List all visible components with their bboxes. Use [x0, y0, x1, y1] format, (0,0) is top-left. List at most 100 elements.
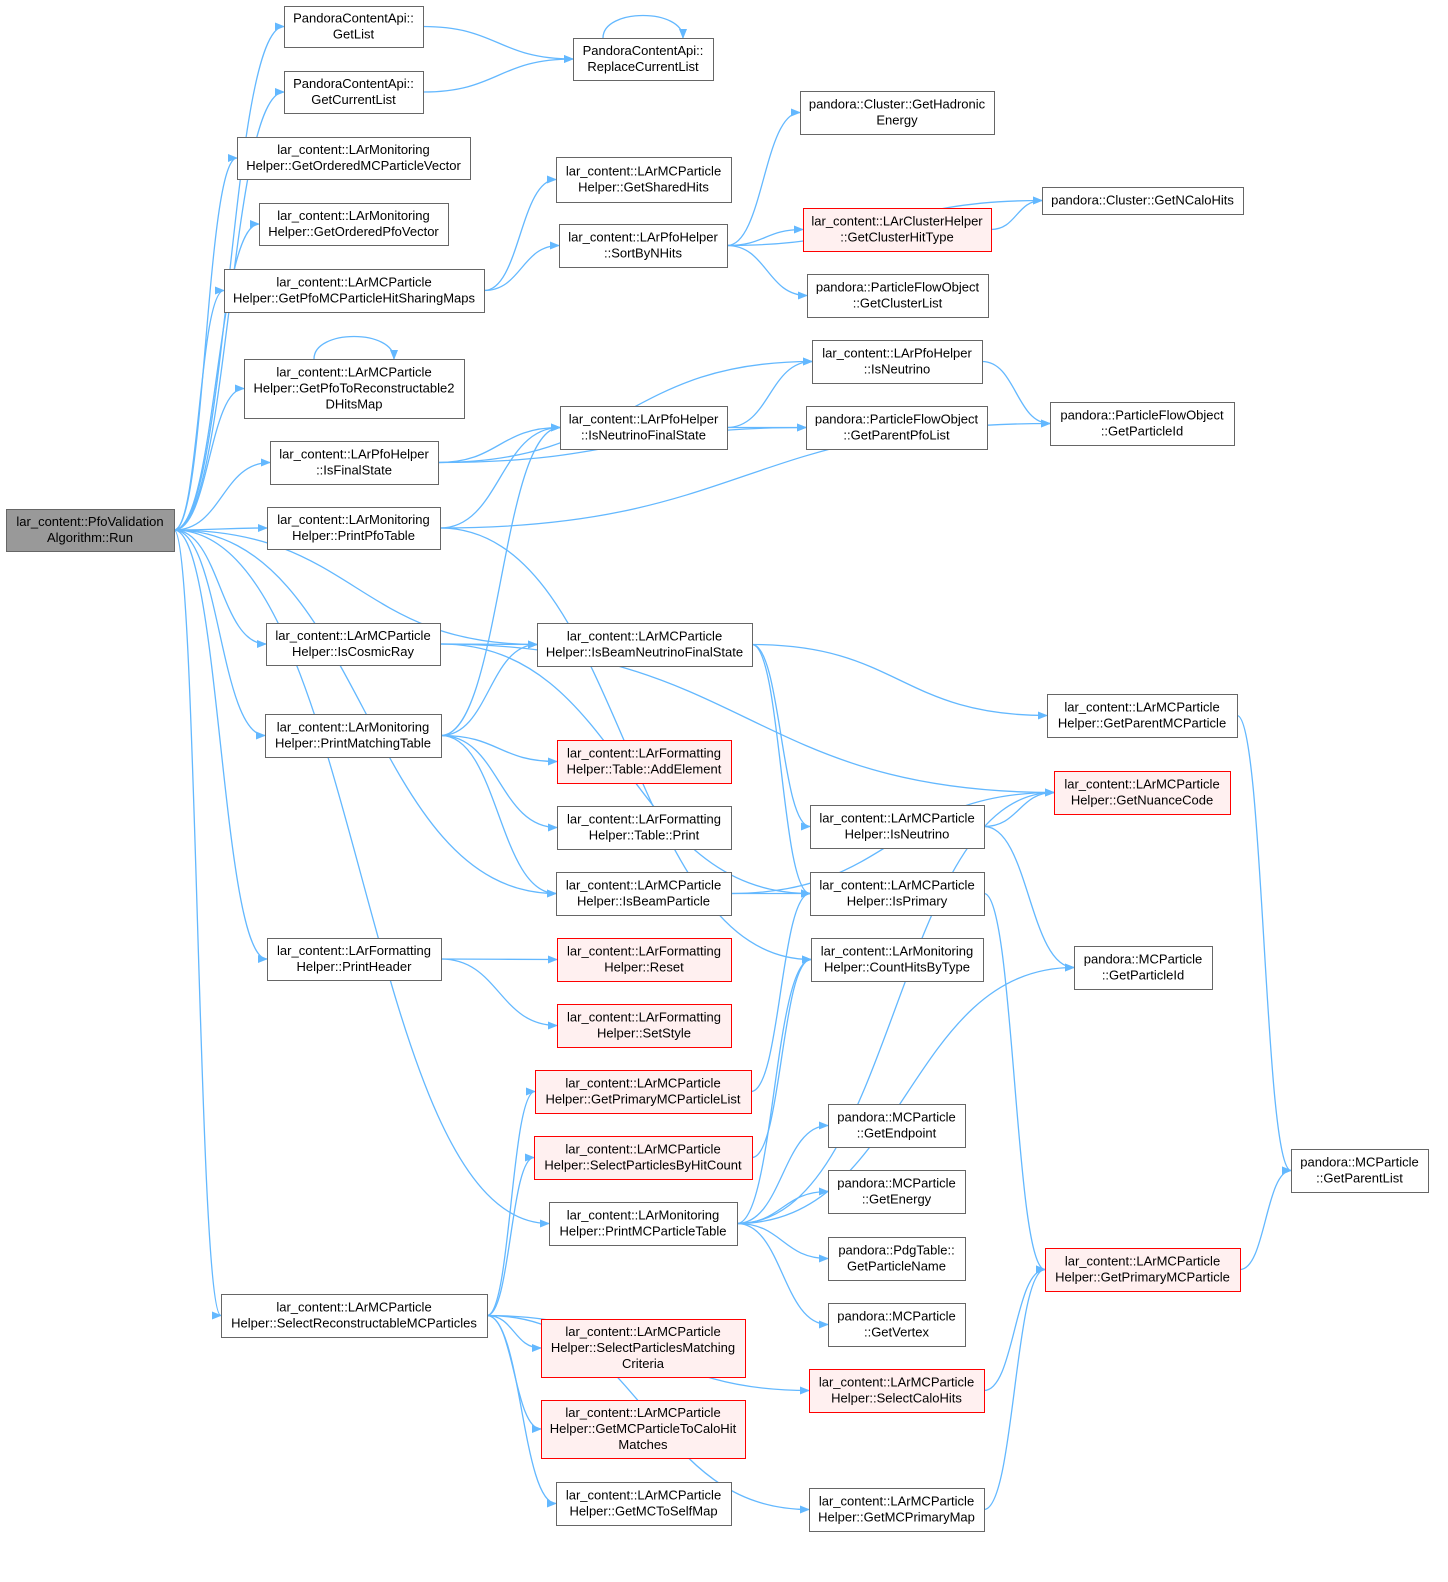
node-box[interactable]	[828, 1170, 966, 1214]
node-box[interactable]	[237, 137, 471, 180]
node-printmctable[interactable]: lar_content::LArMonitoringHelper::PrintM…	[549, 1202, 738, 1246]
node-setstyle[interactable]: lar_content::LArFormattingHelper::SetSty…	[557, 1004, 732, 1048]
node-isprimary[interactable]: lar_content::LArMCParticleHelper::IsPrim…	[810, 872, 985, 916]
node-box[interactable]	[810, 805, 985, 849]
node-box[interactable]	[265, 714, 442, 758]
node-printpfo[interactable]: lar_content::LArMonitoringHelper::PrintP…	[267, 507, 441, 550]
node-box[interactable]	[828, 1237, 966, 1281]
node-box[interactable]	[541, 1400, 746, 1459]
node-box[interactable]	[267, 938, 442, 981]
node-box[interactable]	[1054, 771, 1231, 815]
node-box[interactable]	[6, 509, 175, 552]
node-box[interactable]	[557, 740, 732, 784]
node-replace[interactable]: PandoraContentApi::ReplaceCurrentList	[573, 38, 714, 81]
node-box[interactable]	[806, 406, 988, 450]
node-box[interactable]	[224, 269, 485, 313]
node-ordmc[interactable]: lar_content::LArMonitoringHelper::GetOrd…	[237, 137, 471, 180]
node-ncalohits[interactable]: pandora::Cluster::GetNCaloHits	[1042, 187, 1244, 215]
node-box[interactable]	[221, 1294, 488, 1338]
node-parentmc[interactable]: lar_content::LArMCParticleHelper::GetPar…	[1047, 694, 1238, 738]
node-box[interactable]	[573, 38, 714, 81]
node-ordpfo[interactable]: lar_content::LArMonitoringHelper::GetOrd…	[259, 203, 449, 246]
node-selmatchcrit[interactable]: lar_content::LArMCParticleHelper::Select…	[541, 1319, 746, 1378]
node-box[interactable]	[270, 441, 439, 485]
node-box[interactable]	[259, 203, 449, 246]
node-box[interactable]	[809, 1488, 985, 1532]
node-clusterhit[interactable]: lar_content::LArClusterHelper::GetCluste…	[803, 208, 992, 252]
node-box[interactable]	[537, 623, 753, 667]
node-parentlist[interactable]: pandora::MCParticle::GetParentList	[1291, 1149, 1429, 1193]
node-energy[interactable]: pandora::MCParticle::GetEnergy	[828, 1170, 966, 1214]
node-box[interactable]	[1047, 694, 1238, 738]
node-box[interactable]	[557, 938, 732, 982]
node-getcurrent[interactable]: PandoraContentApi::GetCurrentList	[284, 71, 424, 114]
node-box[interactable]	[828, 1303, 966, 1347]
node-particleid[interactable]: pandora::ParticleFlowObject::GetParticle…	[1050, 402, 1235, 446]
node-parentpfo[interactable]: pandora::ParticleFlowObject::GetParentPf…	[806, 406, 988, 450]
node-box[interactable]	[541, 1319, 746, 1378]
node-box[interactable]	[812, 340, 983, 384]
node-box[interactable]	[1045, 1248, 1241, 1292]
node-box[interactable]	[560, 406, 728, 450]
node-box[interactable]	[549, 1202, 738, 1246]
node-box[interactable]	[266, 623, 441, 666]
node-clusterlist[interactable]: pandora::ParticleFlowObject::GetClusterL…	[807, 274, 989, 318]
node-iscosmic[interactable]: lar_content::LArMCParticleHelper::IsCosm…	[266, 623, 441, 666]
node-box[interactable]	[556, 872, 732, 916]
node-box[interactable]	[1291, 1149, 1429, 1193]
node-box[interactable]	[557, 806, 732, 850]
node-addelem[interactable]: lar_content::LArFormattingHelper::Table:…	[557, 740, 732, 784]
node-box[interactable]	[244, 359, 465, 419]
node-getshared[interactable]: lar_content::LArMCParticleHelper::GetSha…	[556, 157, 732, 203]
node-isfinal[interactable]: lar_content::LArPfoHelper::IsFinalState	[270, 441, 439, 485]
node-box[interactable]	[534, 1136, 753, 1180]
node-getlist[interactable]: PandoraContentApi::GetList	[284, 6, 424, 48]
node-box[interactable]	[267, 507, 441, 550]
node-mcparticleid[interactable]: pandora::MCParticle::GetParticleId	[1074, 946, 1213, 990]
node-box[interactable]	[1050, 402, 1235, 446]
node-isbeamp[interactable]: lar_content::LArMCParticleHelper::IsBeam…	[556, 872, 732, 916]
node-sortby[interactable]: lar_content::LArPfoHelper::SortByNHits	[559, 224, 728, 268]
node-isbeamnufinal[interactable]: lar_content::LArMCParticleHelper::IsBeam…	[537, 623, 753, 667]
node-counthits[interactable]: lar_content::LArMonitoringHelper::CountH…	[811, 938, 984, 982]
node-nuance[interactable]: lar_content::LArMCParticleHelper::GetNua…	[1054, 771, 1231, 815]
node-box[interactable]	[809, 1369, 985, 1413]
node-vertex[interactable]: pandora::MCParticle::GetVertex	[828, 1303, 966, 1347]
node-selbyhit[interactable]: lar_content::LArMCParticleHelper::Select…	[534, 1136, 753, 1180]
node-getmctoself[interactable]: lar_content::LArMCParticleHelper::GetMCT…	[556, 1482, 732, 1526]
node-box[interactable]	[810, 872, 985, 916]
node-box[interactable]	[556, 1482, 732, 1526]
node-box[interactable]	[535, 1070, 752, 1114]
node-box[interactable]	[1074, 946, 1213, 990]
node-pfomcmaps[interactable]: lar_content::LArMCParticleHelper::GetPfo…	[224, 269, 485, 313]
node-printmatch[interactable]: lar_content::LArMonitoringHelper::PrintM…	[265, 714, 442, 758]
node-box[interactable]	[556, 157, 732, 203]
node-box[interactable]	[811, 938, 984, 982]
node-box[interactable]	[803, 208, 992, 252]
node-isnufinal[interactable]: lar_content::LArPfoHelper::IsNeutrinoFin…	[560, 406, 728, 450]
node-getprimmc[interactable]: lar_content::LArMCParticleHelper::GetPri…	[1045, 1248, 1241, 1292]
node-box[interactable]	[1042, 187, 1244, 215]
node-printheader[interactable]: lar_content::LArFormattingHelper::PrintH…	[267, 938, 442, 981]
node-box[interactable]	[557, 1004, 732, 1048]
node-selrecon[interactable]: lar_content::LArMCParticleHelper::Select…	[221, 1294, 488, 1338]
node-box[interactable]	[800, 91, 995, 135]
node-selcalo[interactable]: lar_content::LArMCParticleHelper::Select…	[809, 1369, 985, 1413]
node-box[interactable]	[828, 1104, 966, 1148]
node-tableprint[interactable]: lar_content::LArFormattingHelper::Table:…	[557, 806, 732, 850]
node-endpoint[interactable]: pandora::MCParticle::GetEndpoint	[828, 1104, 966, 1148]
node-mcisnu[interactable]: lar_content::LArMCParticleHelper::IsNeut…	[810, 805, 985, 849]
node-getmctocalo[interactable]: lar_content::LArMCParticleHelper::GetMCP…	[541, 1400, 746, 1459]
node-pfo2d[interactable]: lar_content::LArMCParticleHelper::GetPfo…	[244, 359, 465, 419]
node-box[interactable]	[284, 71, 424, 114]
node-getmcprimmap[interactable]: lar_content::LArMCParticleHelper::GetMCP…	[809, 1488, 985, 1532]
node-box[interactable]	[807, 274, 989, 318]
node-getprimlist[interactable]: lar_content::LArMCParticleHelper::GetPri…	[535, 1070, 752, 1114]
node-pdgname[interactable]: pandora::PdgTable::GetParticleName	[828, 1237, 966, 1281]
node-box[interactable]	[284, 6, 424, 48]
node-pfoisnu[interactable]: lar_content::LArPfoHelper::IsNeutrino	[812, 340, 983, 384]
node-box[interactable]	[559, 224, 728, 268]
